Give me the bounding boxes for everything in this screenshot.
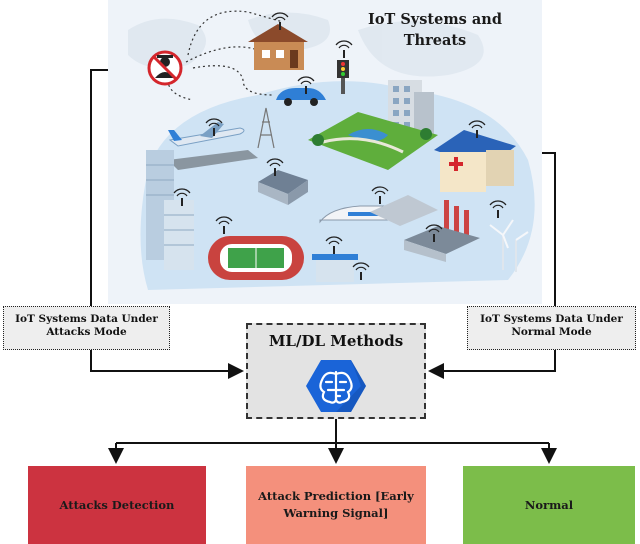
ml-dl-title: ML/DL Methods — [268, 332, 404, 350]
traffic-light-icon — [337, 60, 349, 94]
normal-data-line1: IoT Systems Data Under — [480, 313, 623, 325]
normal-box: Normal — [463, 466, 635, 544]
right-arrow-to-ml — [428, 350, 556, 379]
attacks-detection-label: Attacks Detection — [59, 497, 175, 512]
attack-prediction-box: Attack Prediction [Early Warning Signal] — [246, 466, 426, 544]
attacks-detection-box: Attacks Detection — [28, 466, 206, 544]
left-connector-top — [90, 69, 108, 306]
attack-paths — [167, 10, 284, 101]
scene-title-line2: Threats — [403, 32, 467, 49]
world-map-bg — [128, 12, 484, 77]
tower-icon — [257, 107, 275, 149]
scene-title-line1: IoT Systems and — [368, 11, 502, 28]
brain-chip-icon — [306, 360, 366, 412]
car-icon — [276, 88, 326, 106]
normal-data-line2: Normal Mode — [511, 326, 592, 338]
plane-icon — [168, 122, 245, 147]
left-arrow-to-ml — [90, 350, 244, 379]
iot-scene: IoT Systems and Threats — [108, 0, 542, 304]
factory-icon — [404, 200, 480, 262]
skyscraper-icon — [146, 150, 194, 270]
hacker-icon — [147, 50, 183, 86]
right-connector-top — [542, 152, 556, 306]
scene-title: IoT Systems and Threats — [330, 9, 540, 51]
hospital-icon — [434, 130, 516, 192]
data-center-icon — [258, 170, 308, 205]
train-icon — [319, 195, 438, 226]
runway — [168, 150, 258, 170]
office-building-icon — [388, 80, 434, 135]
attack-data-line2: Attacks Mode — [46, 326, 127, 338]
wifi-icon — [173, 12, 507, 280]
normal-data-box: IoT Systems Data Under Normal Mode — [467, 306, 636, 350]
attack-data-box: IoT Systems Data Under Attacks Mode — [3, 306, 170, 350]
attack-prediction-label: Attack Prediction [Early Warning Signal] — [258, 489, 414, 520]
park-icon — [308, 112, 438, 170]
normal-label: Normal — [524, 497, 574, 512]
wind-turbine-icon — [489, 219, 529, 272]
stadium-icon — [208, 236, 304, 280]
gas-station-icon — [312, 254, 358, 282]
iot-city-illustration — [128, 10, 535, 290]
attack-data-line1: IoT Systems Data Under — [15, 313, 158, 325]
ml-dl-methods-box: ML/DL Methods — [246, 323, 426, 419]
house-icon — [248, 24, 308, 70]
